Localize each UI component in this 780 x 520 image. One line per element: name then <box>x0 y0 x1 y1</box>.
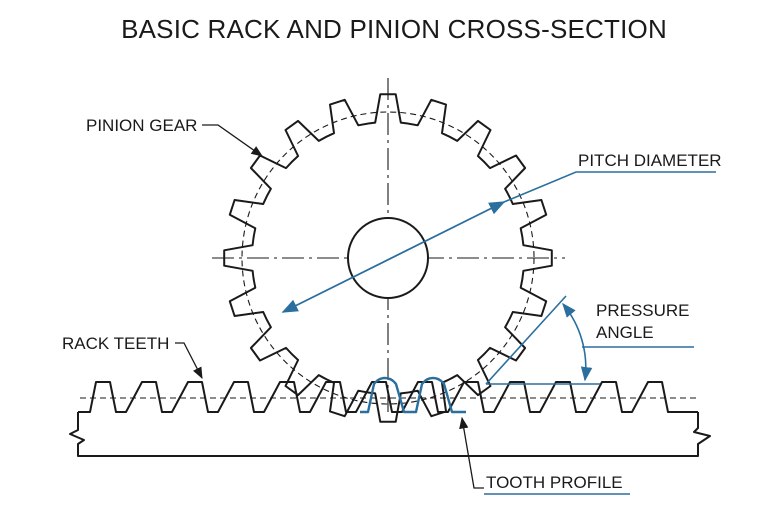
pressure-angle-label-line2: ANGLE <box>596 323 654 342</box>
tooth-profile-leader <box>459 416 484 489</box>
pitch-diameter-arrow <box>281 201 506 313</box>
rack-teeth-leader <box>175 342 203 380</box>
pitch-circle <box>241 111 535 405</box>
pinion-bore-circle <box>347 217 429 299</box>
pinion-gear-label: PINION GEAR <box>86 116 197 135</box>
pressure-angle-arc <box>562 302 593 382</box>
rack-body <box>69 412 711 457</box>
pitch-diameter-label: PITCH DIAMETER <box>578 151 722 170</box>
rack-teeth-label: RACK TEETH <box>62 334 169 353</box>
pitch-diameter-leader <box>503 171 716 203</box>
pressure-line <box>485 295 567 385</box>
pinion-gear-leader <box>202 124 263 157</box>
pinion-gear-outline <box>223 93 553 423</box>
rack-teeth-outline <box>78 381 698 413</box>
tooth-profile-label: TOOTH PROFILE <box>486 473 623 492</box>
tooth-profile-highlight <box>360 376 466 414</box>
pressure-angle-label-line1: PRESSURE <box>596 301 690 320</box>
diagram-title: BASIC RACK AND PINION CROSS-SECTION <box>121 14 667 44</box>
